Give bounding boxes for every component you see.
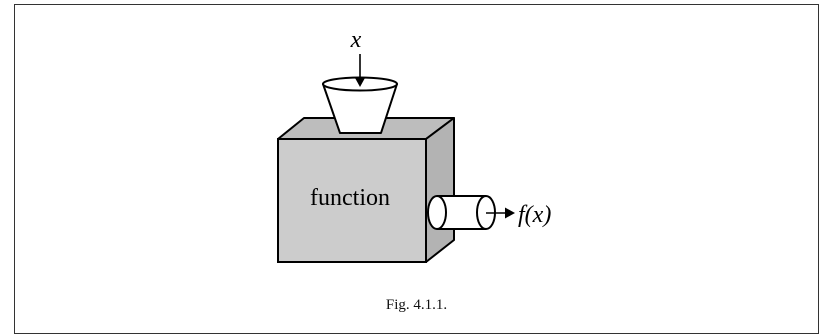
output-arrow bbox=[486, 207, 515, 219]
function-machine-diagram: x function f(x) bbox=[277, 27, 551, 263]
box-front-face bbox=[277, 138, 427, 263]
pipe-icon bbox=[427, 195, 496, 230]
box-side-face bbox=[425, 117, 455, 263]
input-arrow bbox=[354, 54, 366, 87]
output-label: f(x) bbox=[518, 202, 551, 228]
figure-caption: Fig. 4.1.1. bbox=[385, 297, 448, 313]
function-label: function bbox=[310, 185, 390, 211]
input-label: x bbox=[350, 27, 362, 53]
